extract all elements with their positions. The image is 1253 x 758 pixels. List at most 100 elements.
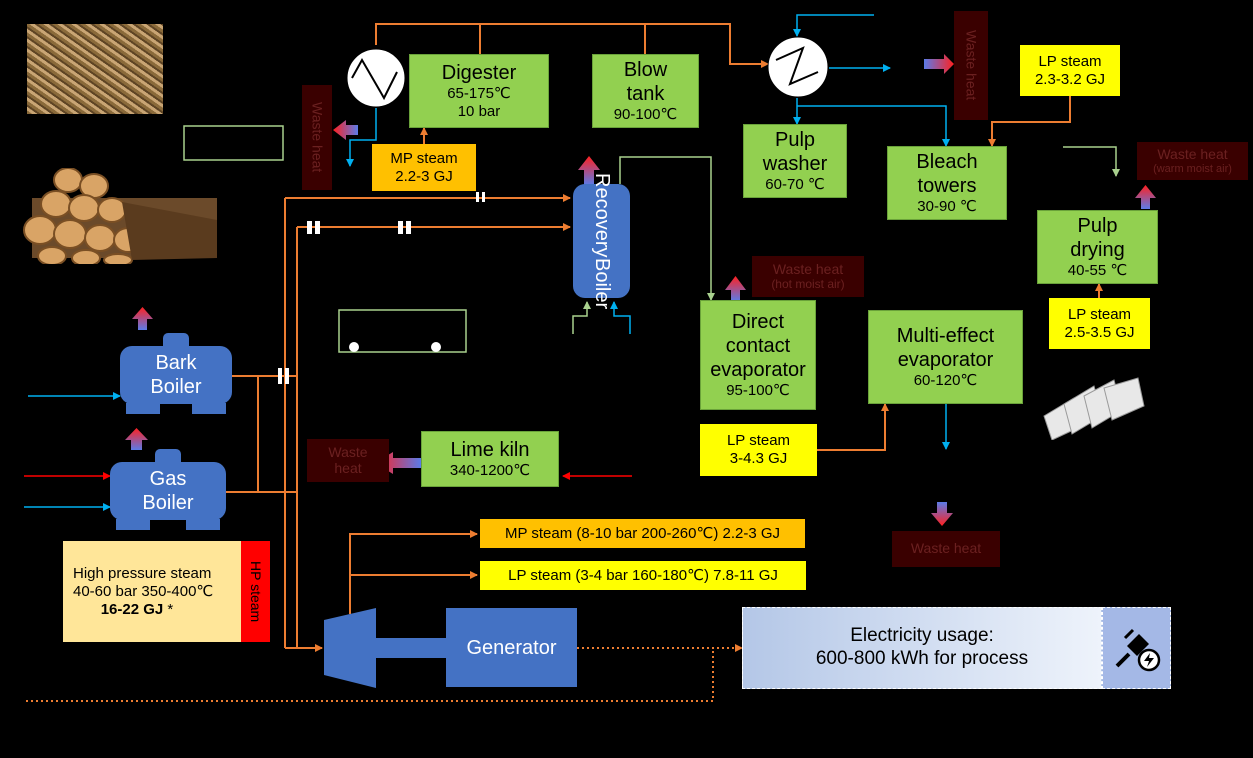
hp-steam-line3: 16-22 GJ <box>100 600 164 618</box>
generator-box: Generator <box>446 608 577 687</box>
waste-heat-label: Waste heat <box>1157 146 1228 163</box>
pulp-drying-box: Pulp drying 40-55 ℃ <box>1037 210 1158 284</box>
direct-contact-evaporator-box: Direct contact evaporator 95-100℃ <box>700 300 816 410</box>
high-pressure-steam-box: High pressure steam 40-60 bar 350-400℃ 1… <box>63 541 241 642</box>
blow-tank-name-2: tank <box>626 83 665 105</box>
electricity-line <box>26 644 743 702</box>
multi-effect-evaporator-box: Multi-effect evaporator 60-120℃ <box>868 310 1023 404</box>
lp-steam-evaporator-label: LP steam <box>726 432 791 449</box>
water-lines <box>24 14 950 511</box>
mp-steam-turbine-label: MP steam (8-10 bar 200-260℃) 2.2-3 GJ <box>504 524 781 542</box>
hp-steam-asterisk: * <box>163 600 174 618</box>
blow-tank-temp: 90-100℃ <box>613 106 678 123</box>
wheel-left <box>349 342 359 352</box>
waste-heat-top-right: Waste heat <box>954 11 988 120</box>
lime-kiln-temp: 340-1200℃ <box>449 462 531 479</box>
lp-steam-drying-label: LP steam <box>1067 305 1132 323</box>
blow-tank-box: Blow tank 90-100℃ <box>592 54 699 128</box>
wheel-right <box>431 342 441 352</box>
bleach-towers-name-2: towers <box>917 175 977 197</box>
waste-heat-hot-moist-air: (hot moist air) <box>771 276 845 291</box>
electricity-line1: Electricity usage: <box>850 625 994 647</box>
dce-name-2: contact <box>725 335 791 357</box>
pulp-sheets-photo <box>1040 376 1146 441</box>
electric-plug-panel <box>1102 607 1171 689</box>
valves <box>278 192 485 384</box>
electric-plug-icon <box>1115 628 1161 672</box>
mee-temp: 60-120℃ <box>913 372 978 389</box>
lp-steam-bleach-value: 2.3-3.2 GJ <box>1034 70 1106 88</box>
mp-steam-digester: MP steam 2.2-3 GJ <box>372 144 476 191</box>
waste-heat-heat-exchanger: Waste heat <box>302 85 332 190</box>
waste-heat-lime-kiln-2: heat <box>334 459 362 476</box>
bleach-towers-name-1: Bleach <box>916 151 978 173</box>
pulp-washer-name-2: washer <box>762 153 828 175</box>
pulp-washer-name-1: Pulp <box>774 129 816 151</box>
lp-steam-drying-value: 2.5-3.5 GJ <box>1064 323 1135 341</box>
digester-name: Digester <box>441 62 517 84</box>
bleach-towers-box: Bleach towers 30-90 ℃ <box>887 146 1007 220</box>
lp-steam-turbine: LP steam (3-4 bar 160-180℃) 7.8-11 GJ <box>480 561 806 590</box>
waste-heat-warm-moist-air: (warm moist air) <box>1153 162 1232 175</box>
waste-heat-lime-kiln: Waste heat <box>307 439 389 482</box>
bleach-towers-temp: 30-90 ℃ <box>917 198 977 215</box>
lp-steam-bleach-label: LP steam <box>1038 52 1102 70</box>
bark-boiler-name-1: Bark <box>155 352 197 374</box>
hp-steam-line3-row: 16-22 GJ * <box>101 601 174 619</box>
lime-kiln-name: Lime kiln <box>450 439 530 461</box>
lp-steam-drying: LP steam 2.5-3.5 GJ <box>1049 298 1150 349</box>
bark-boiler-name-2: Boiler <box>150 376 202 398</box>
waste-heat-pulp-drying: Waste heat (warm moist air) <box>1137 142 1248 180</box>
log-pile-photo <box>22 167 222 267</box>
lp-steam-bleach: LP steam 2.3-3.2 GJ <box>1020 45 1120 96</box>
waste-heat-label: Waste heat <box>772 261 844 278</box>
steam-turbine <box>324 608 446 688</box>
mee-name-2: evaporator <box>897 349 994 371</box>
recovery-boiler-name-2: Boiler <box>591 257 613 309</box>
hp-steam-tag: HP steam <box>241 541 270 642</box>
pulp-washer-box: Pulp washer 60-70 ℃ <box>743 124 847 198</box>
mp-steam-digester-label: MP steam <box>390 149 458 167</box>
heat-exchanger-icon <box>346 48 406 108</box>
bark-boiler: Bark Boiler <box>120 333 232 414</box>
lp-steam-evaporator-value: 3-4.3 GJ <box>729 450 788 467</box>
hp-steam-tag-label: HP steam <box>247 560 264 623</box>
pulp-drying-temp: 40-55 ℃ <box>1067 262 1128 279</box>
gas-boiler: Gas Boiler <box>110 449 226 530</box>
waste-heat-lime-kiln-1: Waste <box>328 444 368 461</box>
electricity-line2: 600-800 kWh for process <box>815 648 1029 669</box>
lp-steam-turbine-label: LP steam (3-4 bar 160-180℃) 7.8-11 GJ <box>508 566 778 584</box>
heat-exchanger-icon <box>767 36 829 98</box>
digester-temp: 65-175℃ <box>447 85 511 102</box>
dce-name-3: evaporator <box>710 359 806 381</box>
lime-kiln-box: Lime kiln 340-1200℃ <box>421 431 559 487</box>
digester-pressure: 10 bar <box>457 103 501 120</box>
liquor-lines <box>572 146 1120 334</box>
waste-heat-label: Waste heat <box>309 102 326 173</box>
recovery-boiler-label: Recovery Boiler <box>573 173 630 309</box>
pulp-drying-name-2: drying <box>1070 239 1125 261</box>
mee-name-1: Multi-effect <box>896 325 995 347</box>
outline-placeholders <box>183 125 467 353</box>
digester-box: Digester 65-175℃ 10 bar <box>409 54 549 128</box>
waste-heat-label: Waste heat <box>963 30 980 101</box>
mp-steam-turbine: MP steam (8-10 bar 200-260℃) 2.2-3 GJ <box>480 519 805 548</box>
waste-heat-label: Waste heat <box>910 540 982 557</box>
recovery-boiler-name-1: Recovery <box>591 173 613 258</box>
waste-heat-direct-contact: Waste heat (hot moist air) <box>752 256 864 297</box>
generator-label: Generator <box>466 636 557 659</box>
lp-steam-evaporator: LP steam 3-4.3 GJ <box>700 424 817 476</box>
gas-boiler-name-1: Gas <box>149 468 187 490</box>
waste-heat-bottom: Waste heat <box>892 531 1000 567</box>
gas-boiler-name-2: Boiler <box>142 492 194 514</box>
pulp-washer-temp: 60-70 ℃ <box>765 176 825 193</box>
hp-steam-line1: High pressure steam <box>73 564 212 582</box>
pulp-drying-name-1: Pulp <box>1077 215 1118 237</box>
recovery-boiler: Recovery Boiler <box>573 173 630 309</box>
steam-lines <box>226 23 1103 652</box>
mp-steam-digester-value: 2.2-3 GJ <box>395 167 453 185</box>
wood-chips-photo <box>27 24 163 114</box>
blow-tank-name-1: Blow <box>623 59 668 81</box>
electricity-usage-box: Electricity usage: 600-800 kWh for proce… <box>742 607 1102 689</box>
